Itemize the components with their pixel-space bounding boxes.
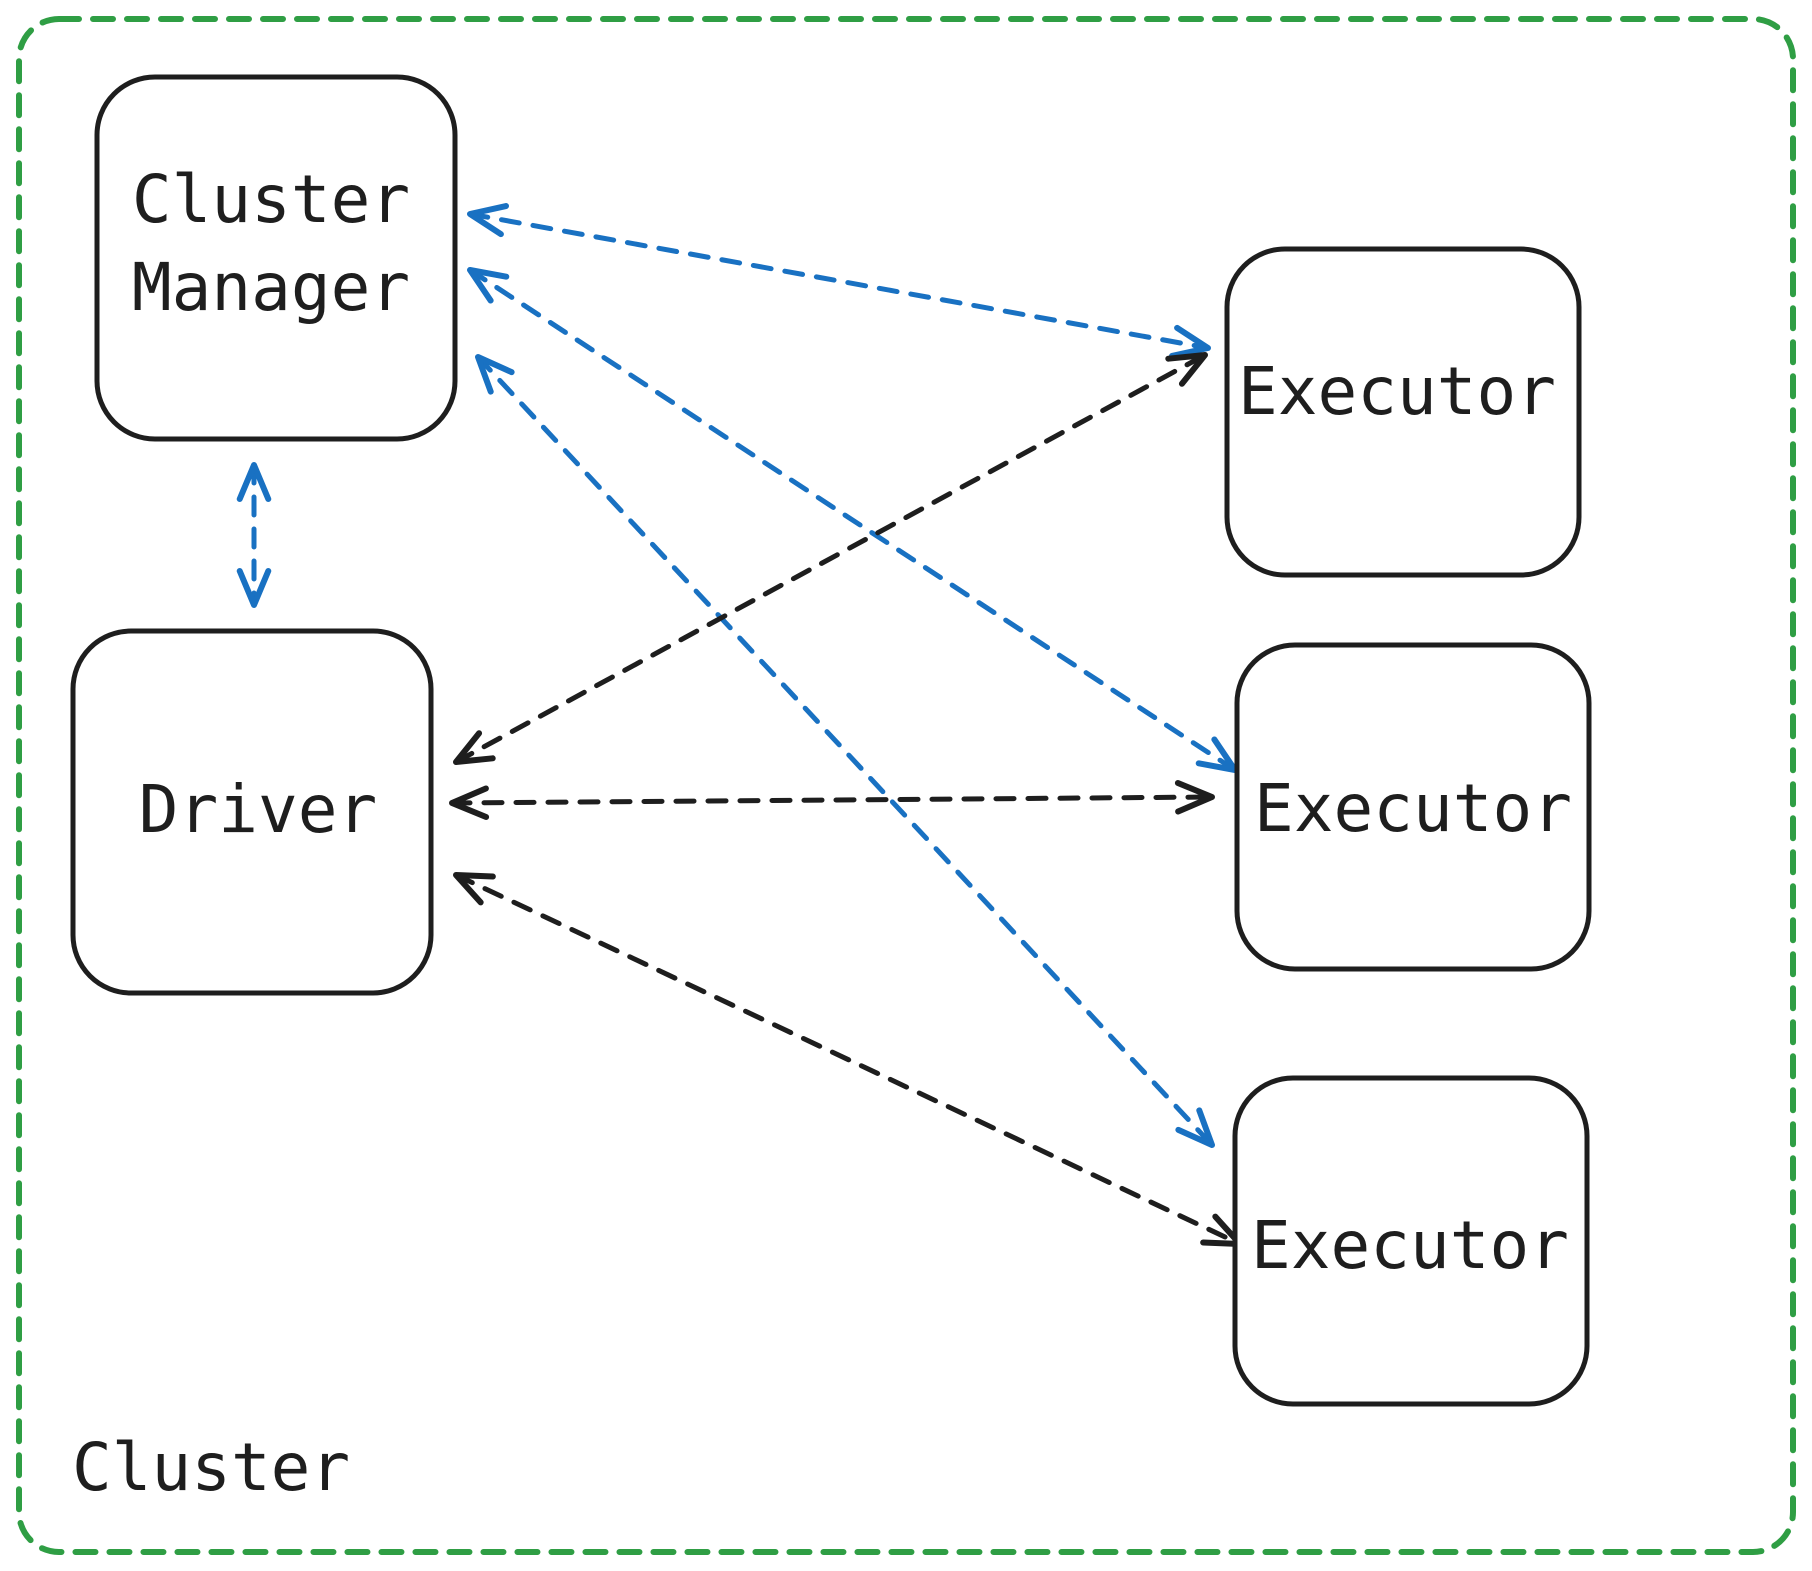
arrowhead-icon <box>453 872 496 906</box>
cluster-manager-label-line1: Cluster <box>132 161 410 238</box>
executor-label-2: Executor <box>1254 770 1572 847</box>
edge-cluster-manager-to-executor-2[interactable] <box>467 267 1238 773</box>
executor-box-1 <box>1224 246 1582 578</box>
connections <box>236 203 1243 1247</box>
arrowhead-icon <box>475 354 515 395</box>
executor-label-3: Executor <box>1251 1207 1569 1284</box>
edge-driver-to-executor-2[interactable] <box>449 779 1215 821</box>
edge-driver-to-executor-3[interactable] <box>453 872 1243 1247</box>
arrowhead-icon <box>1174 779 1215 815</box>
arrowhead-icon <box>453 730 496 765</box>
arrowhead-icon <box>449 785 490 821</box>
driver-label: Driver <box>139 771 377 848</box>
executor-node-2[interactable]: Executor <box>1234 642 1592 972</box>
edge-line <box>467 267 1238 773</box>
arrowhead-icon <box>467 203 510 238</box>
edge-cluster-manager-to-driver[interactable] <box>236 462 272 608</box>
edge-line <box>467 211 1211 351</box>
edge-line <box>453 872 1243 1247</box>
edge-line <box>449 794 1215 806</box>
arrowhead-icon <box>1168 324 1211 359</box>
executor-node-3[interactable]: Executor <box>1232 1075 1590 1407</box>
edge-cluster-manager-to-executor-1[interactable] <box>467 203 1211 359</box>
executor-node-1[interactable]: Executor <box>1224 246 1582 578</box>
arrowhead-icon <box>236 462 272 502</box>
edge-line <box>475 354 1215 1148</box>
executor-box-3 <box>1232 1075 1590 1407</box>
driver-node[interactable]: Driver <box>70 628 434 996</box>
edge-cluster-manager-to-executor-3[interactable] <box>475 354 1215 1148</box>
driver-box <box>70 628 434 996</box>
cluster-label: Cluster <box>72 1429 350 1506</box>
edge-line <box>453 352 1208 765</box>
executor-label-1: Executor <box>1238 353 1556 430</box>
arrowhead-icon <box>467 267 510 304</box>
cluster-manager-box <box>94 74 458 442</box>
arrowhead-icon <box>1195 736 1238 773</box>
cluster-manager-node[interactable]: Cluster Manager <box>94 74 458 442</box>
arrowhead-icon <box>236 568 272 608</box>
arrowhead-icon <box>1165 352 1208 387</box>
arrowhead-icon <box>1175 1107 1215 1148</box>
cluster-manager-label-line2: Manager <box>132 249 410 326</box>
cluster-boundary <box>16 16 1796 1555</box>
edge-driver-to-executor-1[interactable] <box>453 352 1208 765</box>
executor-box-2 <box>1234 642 1592 972</box>
